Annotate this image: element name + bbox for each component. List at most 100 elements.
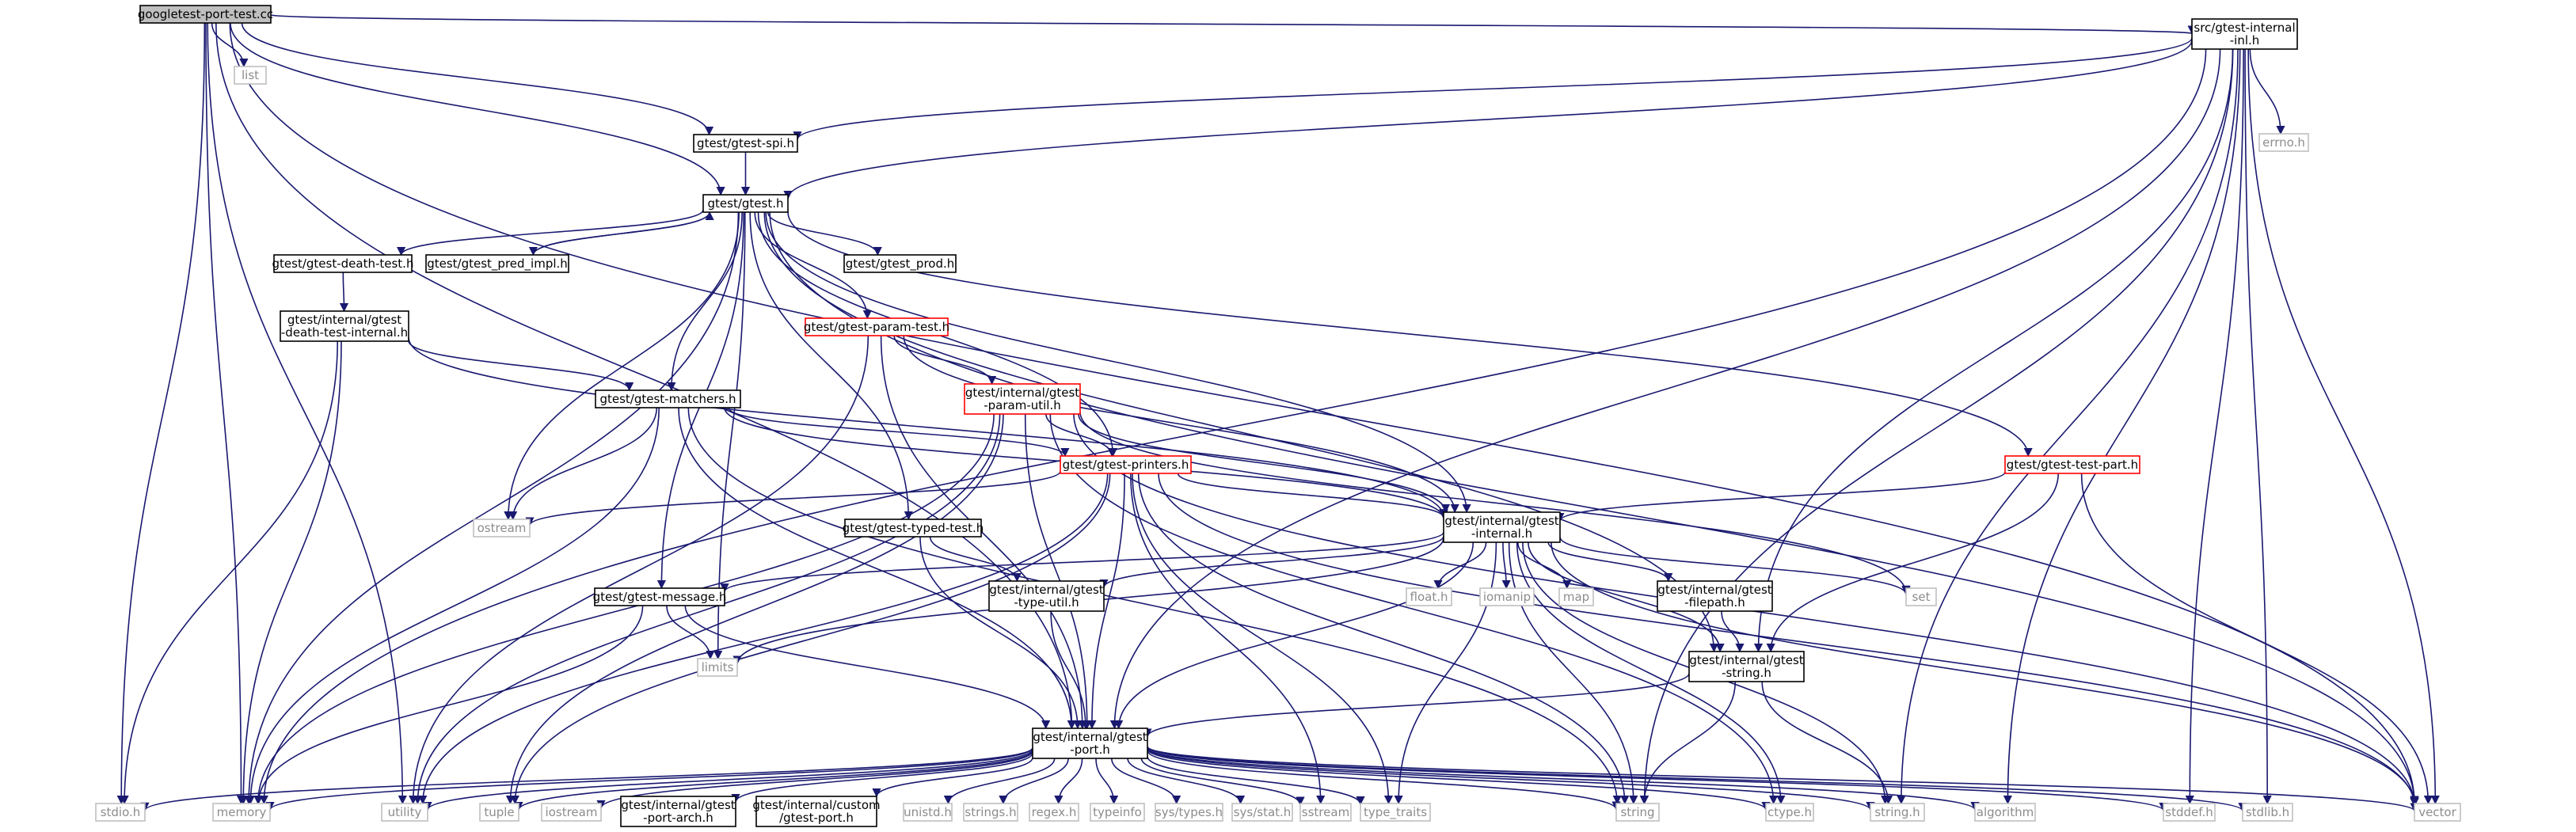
edge-gtest-to-matchers [667,211,743,392]
node-label: gtest/gtest-printers.h [1063,458,1189,472]
node-limits[interactable]: limits [697,658,738,677]
node-prod[interactable]: gtest/gtest_prod.h [843,254,957,273]
edge-printers-to-sstream [1130,473,1326,805]
node-list[interactable]: list [234,66,267,85]
node-param[interactable]: gtest/gtest-param-test.h [804,317,949,336]
node-port[interactable]: gtest/internal/gtest-port.h [1032,728,1148,759]
node-typed[interactable]: gtest/gtest-typed-test.h [843,519,984,538]
node-matchers[interactable]: gtest/gtest-matchers.h [595,389,741,408]
node-box [473,519,531,538]
node-label: stdlib.h [2246,805,2289,819]
node-label: limits [702,660,734,674]
node-typeinfo[interactable]: typeinfo [1090,803,1145,822]
edge-port-to-typetraits [1147,756,1365,806]
node-printers[interactable]: gtest/gtest-printers.h [1060,455,1192,474]
node-box [1360,803,1431,822]
node-label: gtest/gtest-test-part.h [2007,458,2138,472]
node-sstream[interactable]: sstream [1299,803,1352,822]
edge-internal-to-set [1559,536,1911,595]
node-label: string [1620,805,1654,819]
node-unistd[interactable]: unistd.h [903,803,953,822]
edge-root-to-vector [229,22,2419,805]
node-box [963,803,1018,822]
node-label: gtest/gtest-param-test.h [804,320,949,334]
node-systypes[interactable]: sys/types.h [1155,803,1223,822]
node-box [1090,803,1145,822]
node-box [964,383,1081,415]
edge-port-to-tuple [514,750,1033,811]
node-box [1406,587,1452,606]
node-filepath[interactable]: gtest/internal/gtest-filepath.h [1657,580,1773,612]
node-pred[interactable]: gtest/gtest_pred_impl.h [425,254,569,273]
node-box [2191,18,2298,50]
edge-internal-to-typeutil [1099,535,1444,589]
node-testpart[interactable]: gtest/gtest-test-part.h [2004,455,2140,474]
node-label: gtest/gtest_pred_impl.h [427,256,568,272]
node-pu[interactable]: gtest/internal/gtest-param-util.h [964,383,1081,415]
node-box [1657,580,1773,612]
node-inl[interactable]: src/gtest-internal-inl.h [2191,18,2298,50]
edge-port-to-memory [265,747,1033,811]
node-typetraits[interactable]: type_traits [1360,803,1431,822]
node-portarch[interactable]: gtest/internal/gtest-port-arch.h [620,796,736,827]
node-string[interactable]: string [1615,803,1660,822]
node-ostream[interactable]: ostream [473,519,531,538]
edge-gtest-to-typed [749,211,913,521]
node-memory[interactable]: memory [212,803,271,822]
edge-testpart-to-internal [1555,471,2006,522]
node-box [1615,803,1660,822]
edge-inl-to-memory [259,48,2207,805]
node-vector[interactable]: vector [2414,803,2461,822]
node-label: -port.h [1070,743,1109,757]
node-label: -death-test-internal.h [281,325,408,340]
edge-internal-to-message [720,531,1444,593]
edge-param-to-internal [903,335,1459,514]
node-stringh[interactable]: string.h [1870,803,1925,822]
edge-layer [116,14,2440,812]
edge-matchers-to-port [678,407,1076,730]
node-tuple[interactable]: tuple [479,803,519,822]
node-str[interactable]: gtest/internal/gtest-string.h [1688,651,1805,682]
node-typeutil[interactable]: gtest/internal/gtest-type-util.h [988,580,1105,612]
edge-port-to-ctype [1147,748,1771,811]
node-dti[interactable]: gtest/internal/gtest-death-test-internal… [280,310,409,342]
edge-typed-to-typeutil [929,536,1022,583]
node-root[interactable]: googletest-port-test.cc [138,5,273,24]
node-float[interactable]: float.h [1406,587,1452,606]
node-box [697,658,738,677]
node-box [2258,133,2309,152]
edge-port-to-typeinfo [1095,758,1119,805]
node-stdlib[interactable]: stdlib.h [2242,803,2293,822]
node-box [2004,455,2140,474]
node-box [755,796,877,827]
node-map[interactable]: map [1558,587,1594,606]
node-message[interactable]: gtest/gtest-message.h [593,587,727,606]
edge-inl-to-str [1753,48,2234,653]
node-iostream[interactable]: iostream [541,803,602,822]
node-spi[interactable]: gtest/gtest-spi.h [693,134,798,153]
node-custom[interactable]: gtest/internal/custom/gtest-port.h [752,796,881,827]
node-errno[interactable]: errno.h [2258,133,2309,152]
node-death[interactable]: gtest/gtest-death-test.h [272,254,414,273]
node-stdio[interactable]: stdio.h [95,803,146,822]
node-set[interactable]: set [1905,587,1937,606]
node-layer: googletest-port-test.cc list src/gtest-int… [95,5,2461,827]
edge-root-to-stdio [116,22,206,805]
node-iomanip[interactable]: iomanip [1479,587,1535,606]
node-regex[interactable]: regex.h [1029,803,1079,822]
node-strings[interactable]: strings.h [963,803,1018,822]
node-label: memory [217,805,267,819]
edge-message-to-limits [666,605,715,660]
node-ctype[interactable]: ctype.h [1765,803,1814,822]
node-algorithm[interactable]: algorithm [1974,803,2036,822]
node-utility[interactable]: utility [381,803,428,822]
node-label: map [1563,590,1589,604]
node-gtest[interactable]: gtest/gtest.h [702,194,789,213]
node-stddef[interactable]: stddef.h [2163,803,2216,822]
edge-message-to-port [684,605,1051,730]
node-sysstat[interactable]: sys/stat.h [1231,803,1293,822]
edge-inl-to-spi [793,37,2193,141]
node-internal[interactable]: gtest/internal/gtest-internal.h [1443,511,1561,543]
edge-port-to-vector [1147,746,2419,812]
